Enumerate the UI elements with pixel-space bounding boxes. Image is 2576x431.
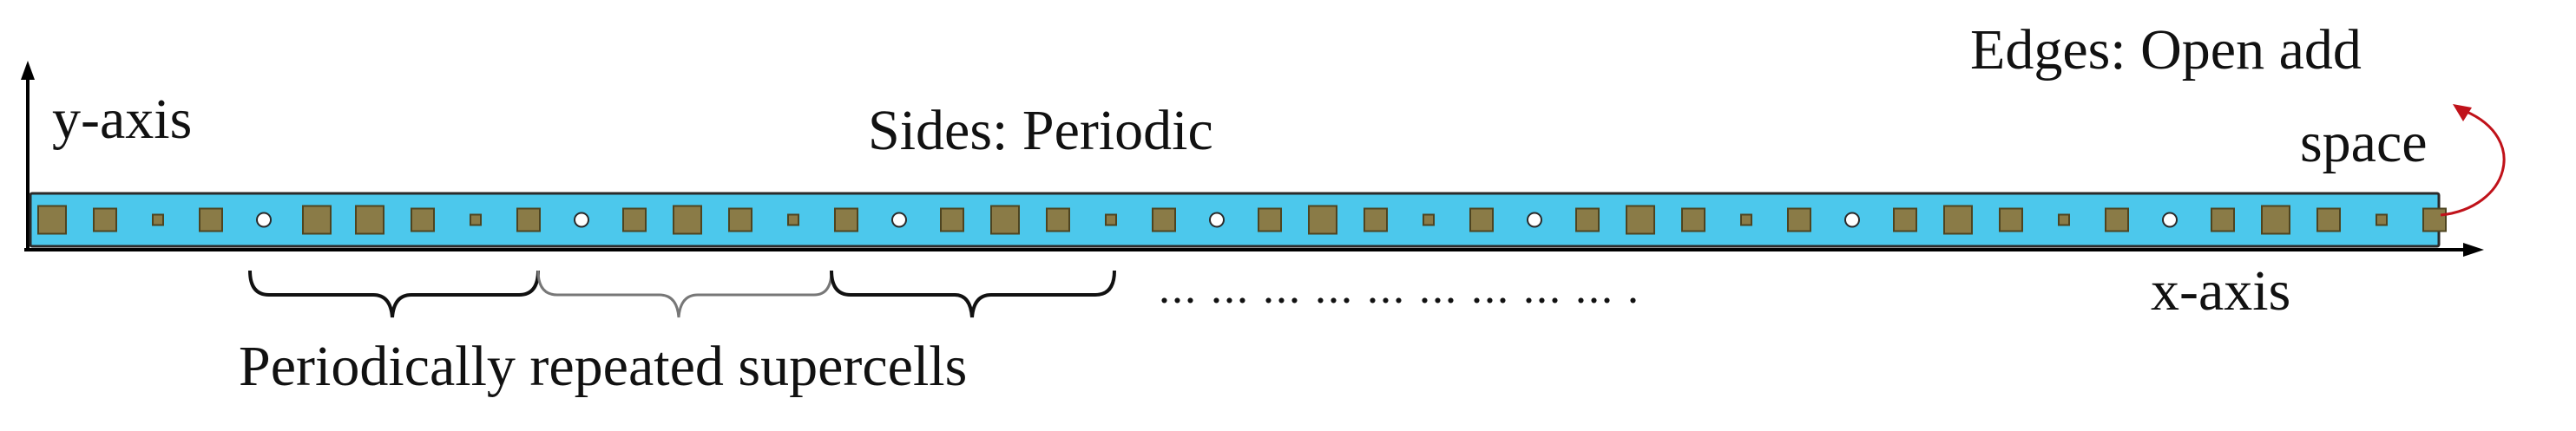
supercells-caption: Periodically repeated supercells [239,335,968,398]
supercell-braces [248,270,1116,318]
square-cell-small [1740,213,1752,226]
square-cell-mid [1999,207,2023,232]
square-cell-mid [940,207,964,232]
square-cell-mid [1575,207,1600,232]
square-cell-mid [1681,207,1705,232]
square-cell-mid [199,207,223,232]
square-cell-big [1308,205,1337,235]
curly-brace-icon [248,270,540,318]
hole-marker [256,212,272,228]
square-cell-mid [2105,207,2129,232]
square-cell-big [990,205,1020,235]
continuation-dots: ... ... ... ... ... ... ... ... ... . [1159,264,1640,313]
square-cell-mid [1787,207,1811,232]
curly-brace-icon [536,270,833,318]
square-cell-mid [1893,207,1917,232]
x-axis-label: x-axis [2151,259,2291,323]
square-cell-big [302,205,332,235]
square-cell-small [2376,213,2388,226]
square-cell-mid [622,207,647,232]
hole-marker [891,212,907,228]
square-cell-mid [1046,207,1070,232]
edges-space-label: space [2300,111,2428,174]
square-cell-small [787,213,799,226]
hole-marker [2162,212,2178,228]
square-cell-mid [411,207,435,232]
curved-red-arrowhead [2453,104,2472,121]
square-cell-big [673,205,702,235]
hole-marker [574,212,589,228]
square-cell-mid [1364,207,1388,232]
square-cell-mid [834,207,858,232]
square-cell-small [1105,213,1117,226]
lattice-cells [37,205,2447,235]
square-cell-mid [1258,207,1282,232]
square-cell-small [2058,213,2070,226]
square-cell-big [37,205,67,235]
square-cell-mid [2422,207,2447,232]
square-cell-big [1626,205,1655,235]
square-cell-mid [2316,207,2341,232]
square-cell-mid [728,207,752,232]
square-cell-mid [1152,207,1176,232]
hole-marker [1209,212,1225,228]
square-cell-small [1423,213,1435,226]
square-cell-big [1943,205,1973,235]
hole-marker [1844,212,1860,228]
square-cell-small [152,213,164,226]
y-axis-arrowhead [21,61,35,80]
square-cell-mid [516,207,541,232]
nanoribbon-strip [29,192,2441,248]
x-axis-arrowhead [2463,243,2484,257]
y-axis-label: y-axis [52,88,193,151]
hole-marker [1527,212,1542,228]
curved-red-arrow-icon [2440,109,2506,217]
square-cell-mid [93,207,117,232]
square-cell-big [2261,205,2290,235]
square-cell-mid [2211,207,2235,232]
square-cell-mid [1469,207,1494,232]
sides-periodic-label: Sides: Periodic [868,99,1213,162]
edges-open-label: Edges: Open add [1970,18,2362,82]
curly-brace-icon [830,270,1116,318]
square-cell-big [355,205,384,235]
square-cell-small [470,213,482,226]
